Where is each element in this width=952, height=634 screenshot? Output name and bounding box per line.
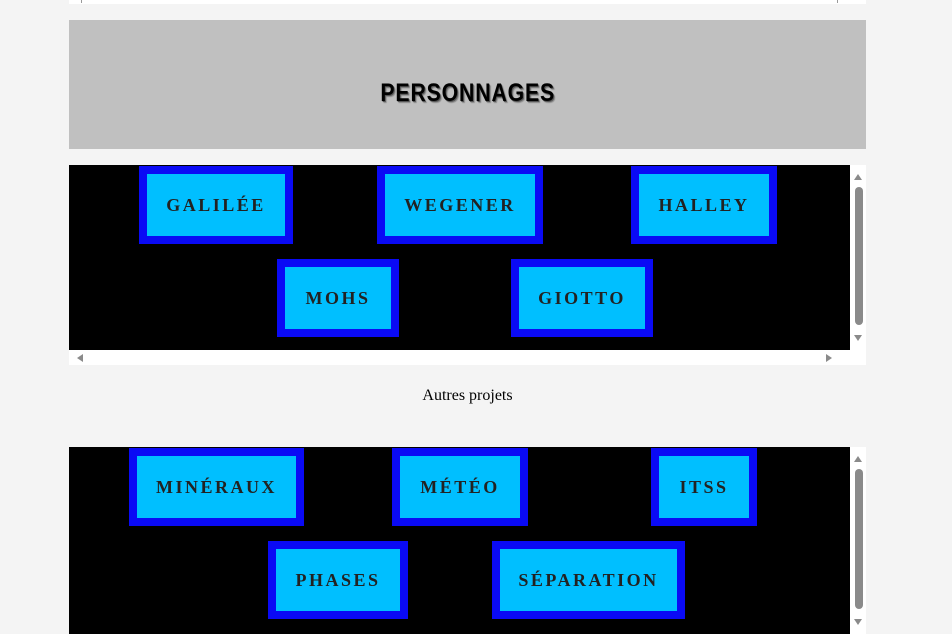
tile-separation[interactable]: SÉPARATION: [492, 541, 685, 619]
autres-projets-viewport: MINÉRAUX MÉTÉO ITSS PHASES SÉPARATION: [69, 447, 850, 634]
scroll-right-icon[interactable]: [826, 354, 832, 362]
autres-projets-caption: Autres projets: [422, 387, 513, 404]
scroll-thumb[interactable]: [855, 469, 863, 609]
vertical-scrollbar[interactable]: [850, 165, 866, 350]
autres-projets-scrollbox[interactable]: MINÉRAUX MÉTÉO ITSS PHASES SÉPARATION: [69, 447, 866, 634]
tile-mineraux[interactable]: MINÉRAUX: [129, 448, 304, 526]
tile-phases[interactable]: PHASES: [268, 541, 408, 619]
personnages-scrollbox[interactable]: GALILÉE WEGENER HALLEY MOHS GIOTTO: [69, 165, 866, 365]
tile-giotto[interactable]: GIOTTO: [511, 259, 653, 337]
scroll-up-icon[interactable]: [854, 174, 862, 180]
tile-mohs[interactable]: MOHS: [277, 259, 399, 337]
tile-wegener[interactable]: WEGENER: [377, 166, 543, 244]
tile-galilee[interactable]: GALILÉE: [139, 166, 293, 244]
scroll-thumb[interactable]: [855, 187, 863, 325]
section-header: PERSONNAGES: [69, 20, 866, 149]
horizontal-scrollbar[interactable]: [69, 350, 850, 365]
scroll-down-icon[interactable]: [854, 335, 862, 341]
scroll-up-icon[interactable]: [854, 456, 862, 462]
tile-itss[interactable]: ITSS: [651, 448, 757, 526]
tile-meteo[interactable]: MÉTÉO: [392, 448, 528, 526]
scroll-down-icon[interactable]: [854, 619, 862, 625]
top-scroll-remnant: [69, 0, 866, 4]
scroll-right-edge: [837, 0, 838, 3]
vertical-scrollbar[interactable]: [850, 447, 866, 634]
personnages-viewport: GALILÉE WEGENER HALLEY MOHS GIOTTO: [69, 165, 850, 350]
scroll-left-icon[interactable]: [77, 354, 83, 362]
tile-halley[interactable]: HALLEY: [631, 166, 777, 244]
scroll-left-edge: [81, 0, 82, 3]
section-title: PERSONNAGES: [380, 79, 555, 107]
